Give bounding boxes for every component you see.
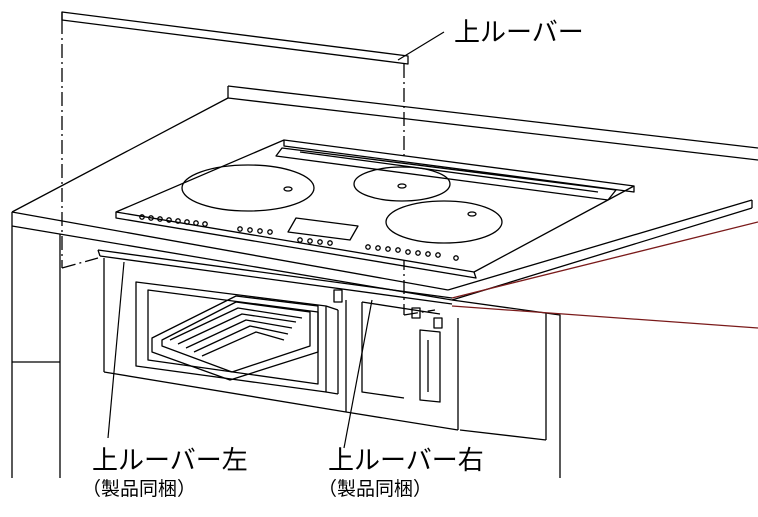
label-top-louver: 上ルーバー xyxy=(454,18,584,48)
leader-louver-left xyxy=(107,261,125,439)
right-bracket xyxy=(333,289,443,403)
control-buttons-left xyxy=(139,214,273,235)
label-louver-right-note: （製品同梱） xyxy=(318,478,433,500)
label-louver-left-note: （製品同梱） xyxy=(82,478,197,500)
accent-leader-upper xyxy=(451,221,758,299)
label-louver-left: 上ルーバー左 xyxy=(92,446,248,476)
cabinet xyxy=(11,226,561,478)
label-louver-right: 上ルーバー右 xyxy=(328,446,484,476)
control-buttons-right xyxy=(297,237,459,261)
cooktop-glass xyxy=(115,139,635,279)
backsplash xyxy=(227,85,758,161)
accent-leader-lower xyxy=(451,305,758,329)
louver-channel xyxy=(97,249,453,305)
grill-drawer xyxy=(135,281,339,395)
top-louver-part xyxy=(61,11,409,65)
leader-top-louver xyxy=(397,31,445,61)
leader-louver-right xyxy=(343,299,373,449)
oven-opening xyxy=(103,258,459,431)
